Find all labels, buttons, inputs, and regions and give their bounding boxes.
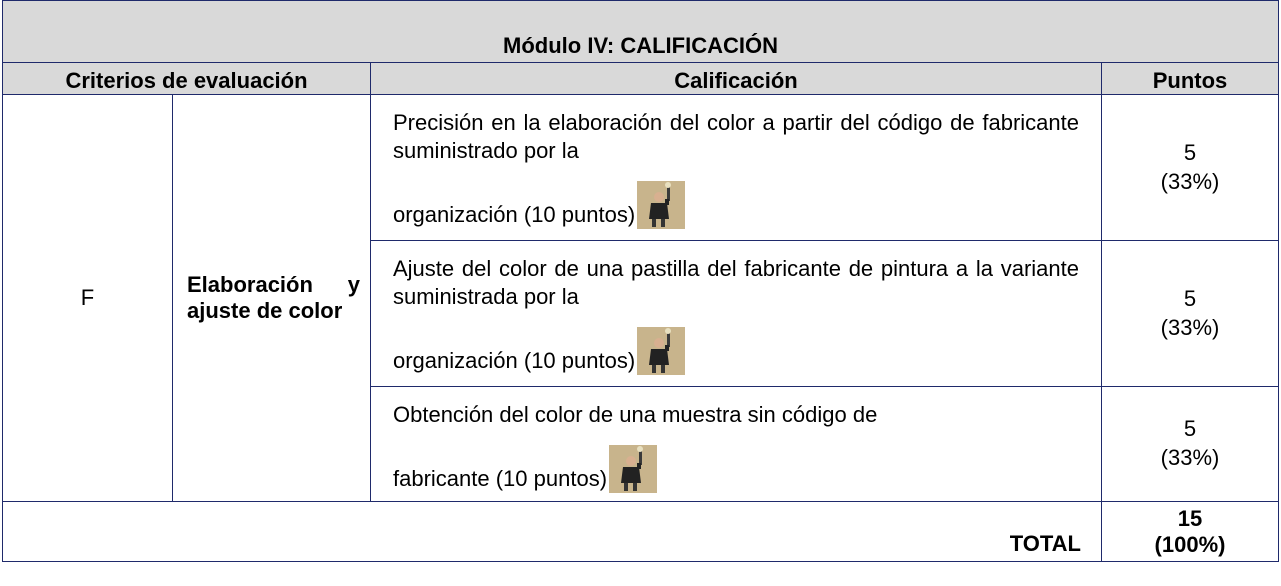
points-header: Puntos [1100, 62, 1280, 95]
grading-description: Obtención del color de una muestra sin c… [370, 386, 1102, 502]
person-figure-icon [637, 327, 686, 375]
description-tail: fabricante (10 puntos) [393, 466, 608, 491]
criteria-header: Criterios de evaluación [2, 62, 371, 95]
points-value: 5 [1183, 139, 1197, 165]
header-row: Criterios de evaluación Calificación Pun… [2, 62, 1280, 95]
points-percent: (33%) [1160, 445, 1220, 470]
grading-table: Módulo IV: CALIFICACIÓN Criterios de eva… [1, 0, 1280, 562]
total-points-percent: (100%) [1154, 531, 1226, 557]
module-title: Módulo IV: CALIFICACIÓN [1, 0, 1280, 63]
grading-description: Ajuste del color de una pastilla del fab… [370, 240, 1102, 387]
criterion-letter: F [2, 94, 173, 502]
points-value: 5 [1183, 285, 1197, 311]
table-row: Ajuste del color de una pastilla del fab… [3, 240, 1280, 387]
description-tail: organización (10 puntos) [393, 202, 636, 227]
row-points: 5 (33%) [1100, 386, 1280, 502]
title-row: Módulo IV: CALIFICACIÓN [1, 0, 1280, 63]
total-label: TOTAL [2, 501, 1102, 562]
points-value: 5 [1183, 416, 1197, 442]
description-text: Precisión en la elaboración del color a … [393, 110, 1079, 163]
total-points: 15 (100%) [1100, 501, 1280, 562]
row-points: 5 (33%) [1100, 94, 1280, 241]
person-figure-icon [637, 181, 686, 229]
description-text: Obtención del color de una muestra sin c… [393, 402, 878, 427]
row-points: 5 (33%) [1100, 240, 1280, 387]
points-percent: (33%) [1160, 314, 1220, 340]
person-figure-icon [609, 445, 658, 493]
total-points-value: 15 [1177, 506, 1203, 532]
points-percent: (33%) [1160, 168, 1220, 194]
table-row: Obtención del color de una muestra sin c… [3, 386, 1280, 502]
table-row: F Elaboración y ajuste de color Precisió… [2, 94, 1280, 502]
criterion-name: Elaboración y ajuste de color [172, 94, 371, 502]
description-text: Ajuste del color de una pastilla del fab… [393, 256, 1079, 309]
grading-description: Precisión en la elaboración del color a … [370, 94, 1102, 241]
description-tail: organización (10 puntos) [393, 348, 636, 373]
total-row: TOTAL 15 (100%) [2, 501, 1280, 562]
grading-header: Calificación [370, 62, 1102, 95]
